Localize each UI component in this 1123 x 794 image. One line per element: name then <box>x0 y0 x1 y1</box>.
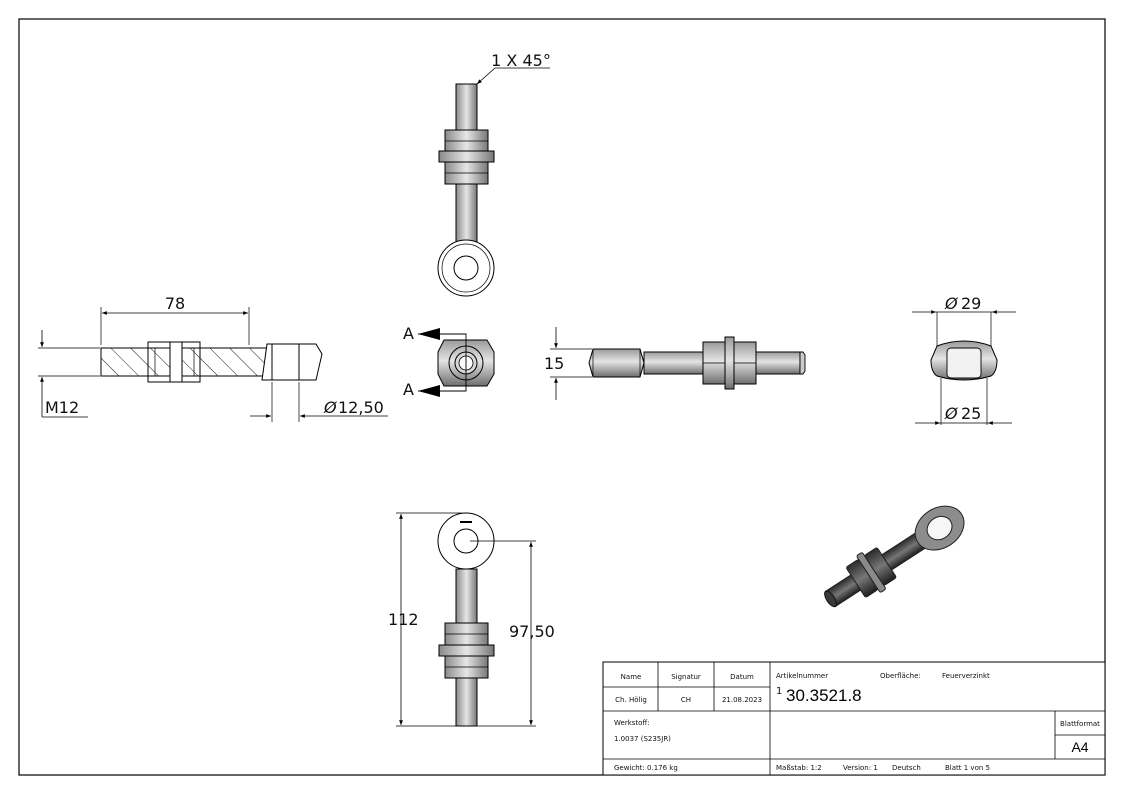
tb-sheet-format-label: Blattformat <box>1060 720 1100 728</box>
section-label-bottom: A <box>403 380 414 399</box>
tb-material-label: Werkstoff: <box>614 719 650 727</box>
dim-thread: M12 <box>45 398 79 417</box>
tb-weight: Gewicht: 0.176 kg <box>614 764 678 772</box>
dim-chamfer: 1 X 45° <box>491 51 551 70</box>
eye-edge-view <box>912 310 1016 425</box>
top-view <box>437 67 550 297</box>
section-label-top: A <box>403 324 414 343</box>
tb-signature-value: CH <box>681 696 691 704</box>
tb-language: Deutsch <box>892 764 921 772</box>
tb-name-header: Name <box>621 673 642 681</box>
dim-hole-diameter-symbol: Ø <box>323 398 337 417</box>
dim-length: 78 <box>165 294 185 313</box>
tb-surface-label: Oberfläche: <box>880 672 921 680</box>
tb-name-value: Ch. Hölig <box>615 696 647 704</box>
dim-inner-diameter: 25 <box>961 404 981 423</box>
tb-material-value: 1.0037 (S235JR) <box>614 735 671 743</box>
dim-outer-diameter: 29 <box>961 294 981 313</box>
dim-outer-diameter-symbol: Ø <box>944 294 958 313</box>
tb-sheet-format-value: A4 <box>1071 739 1088 755</box>
section-marker-view <box>418 328 495 397</box>
tb-date-header: Datum <box>730 673 754 681</box>
tb-surface-value: Feuerverzinkt <box>942 672 990 680</box>
dim-thickness: 15 <box>544 354 564 373</box>
tb-version: Version: 1 <box>843 764 878 772</box>
tb-signature-header: Signatur <box>671 673 701 681</box>
dim-hole-diameter: 12,50 <box>338 398 384 417</box>
title-block <box>602 661 1106 776</box>
tb-article-label: Artikelnummer <box>776 672 828 680</box>
left-section-view <box>38 307 388 422</box>
isometric-view <box>824 505 965 608</box>
tb-scale: Maßstab: 1:2 <box>776 764 822 772</box>
drawing-frame <box>18 18 1106 776</box>
tb-sheet: Blatt 1 von 5 <box>945 764 990 772</box>
dim-inner-diameter-symbol: Ø <box>944 404 958 423</box>
side-view-horizontal <box>550 327 806 400</box>
dim-total-length: 112 <box>388 610 419 629</box>
tb-article-number: 30.3521.8 <box>786 686 862 705</box>
front-view <box>396 512 536 727</box>
tb-date-value: 21.08.2023 <box>722 696 762 704</box>
tb-revision: 1 <box>776 686 782 697</box>
dim-center-length: 97,50 <box>509 622 555 641</box>
